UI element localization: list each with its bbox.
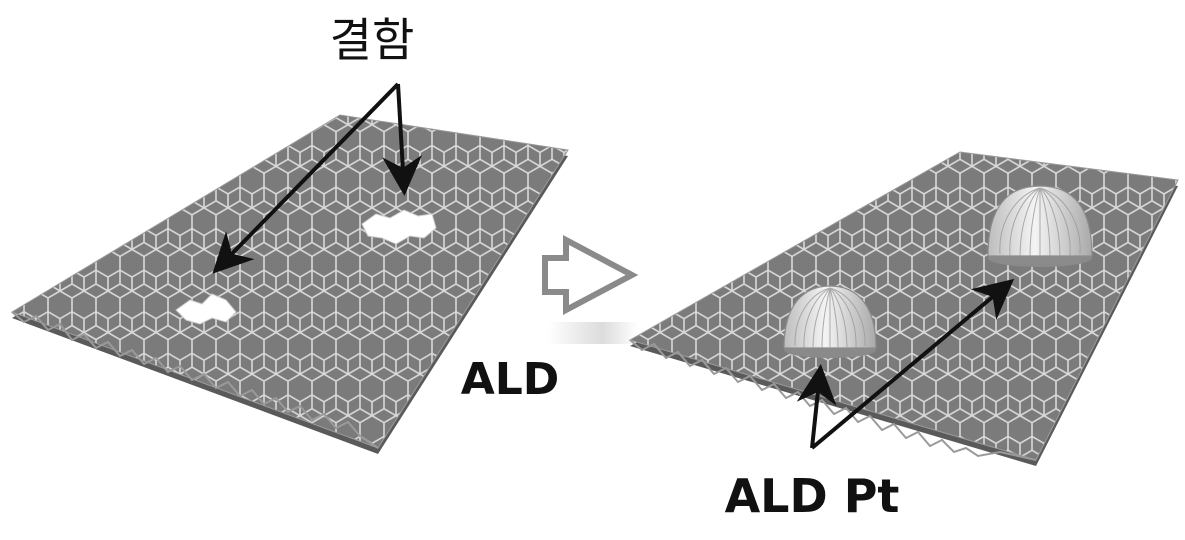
process-label: ALD [461,354,560,405]
process-arrow-icon [545,240,638,344]
product-label: ALD Pt [725,469,900,523]
right-graphene-sheet [630,152,1178,466]
defect-label: 결함 [330,13,415,67]
